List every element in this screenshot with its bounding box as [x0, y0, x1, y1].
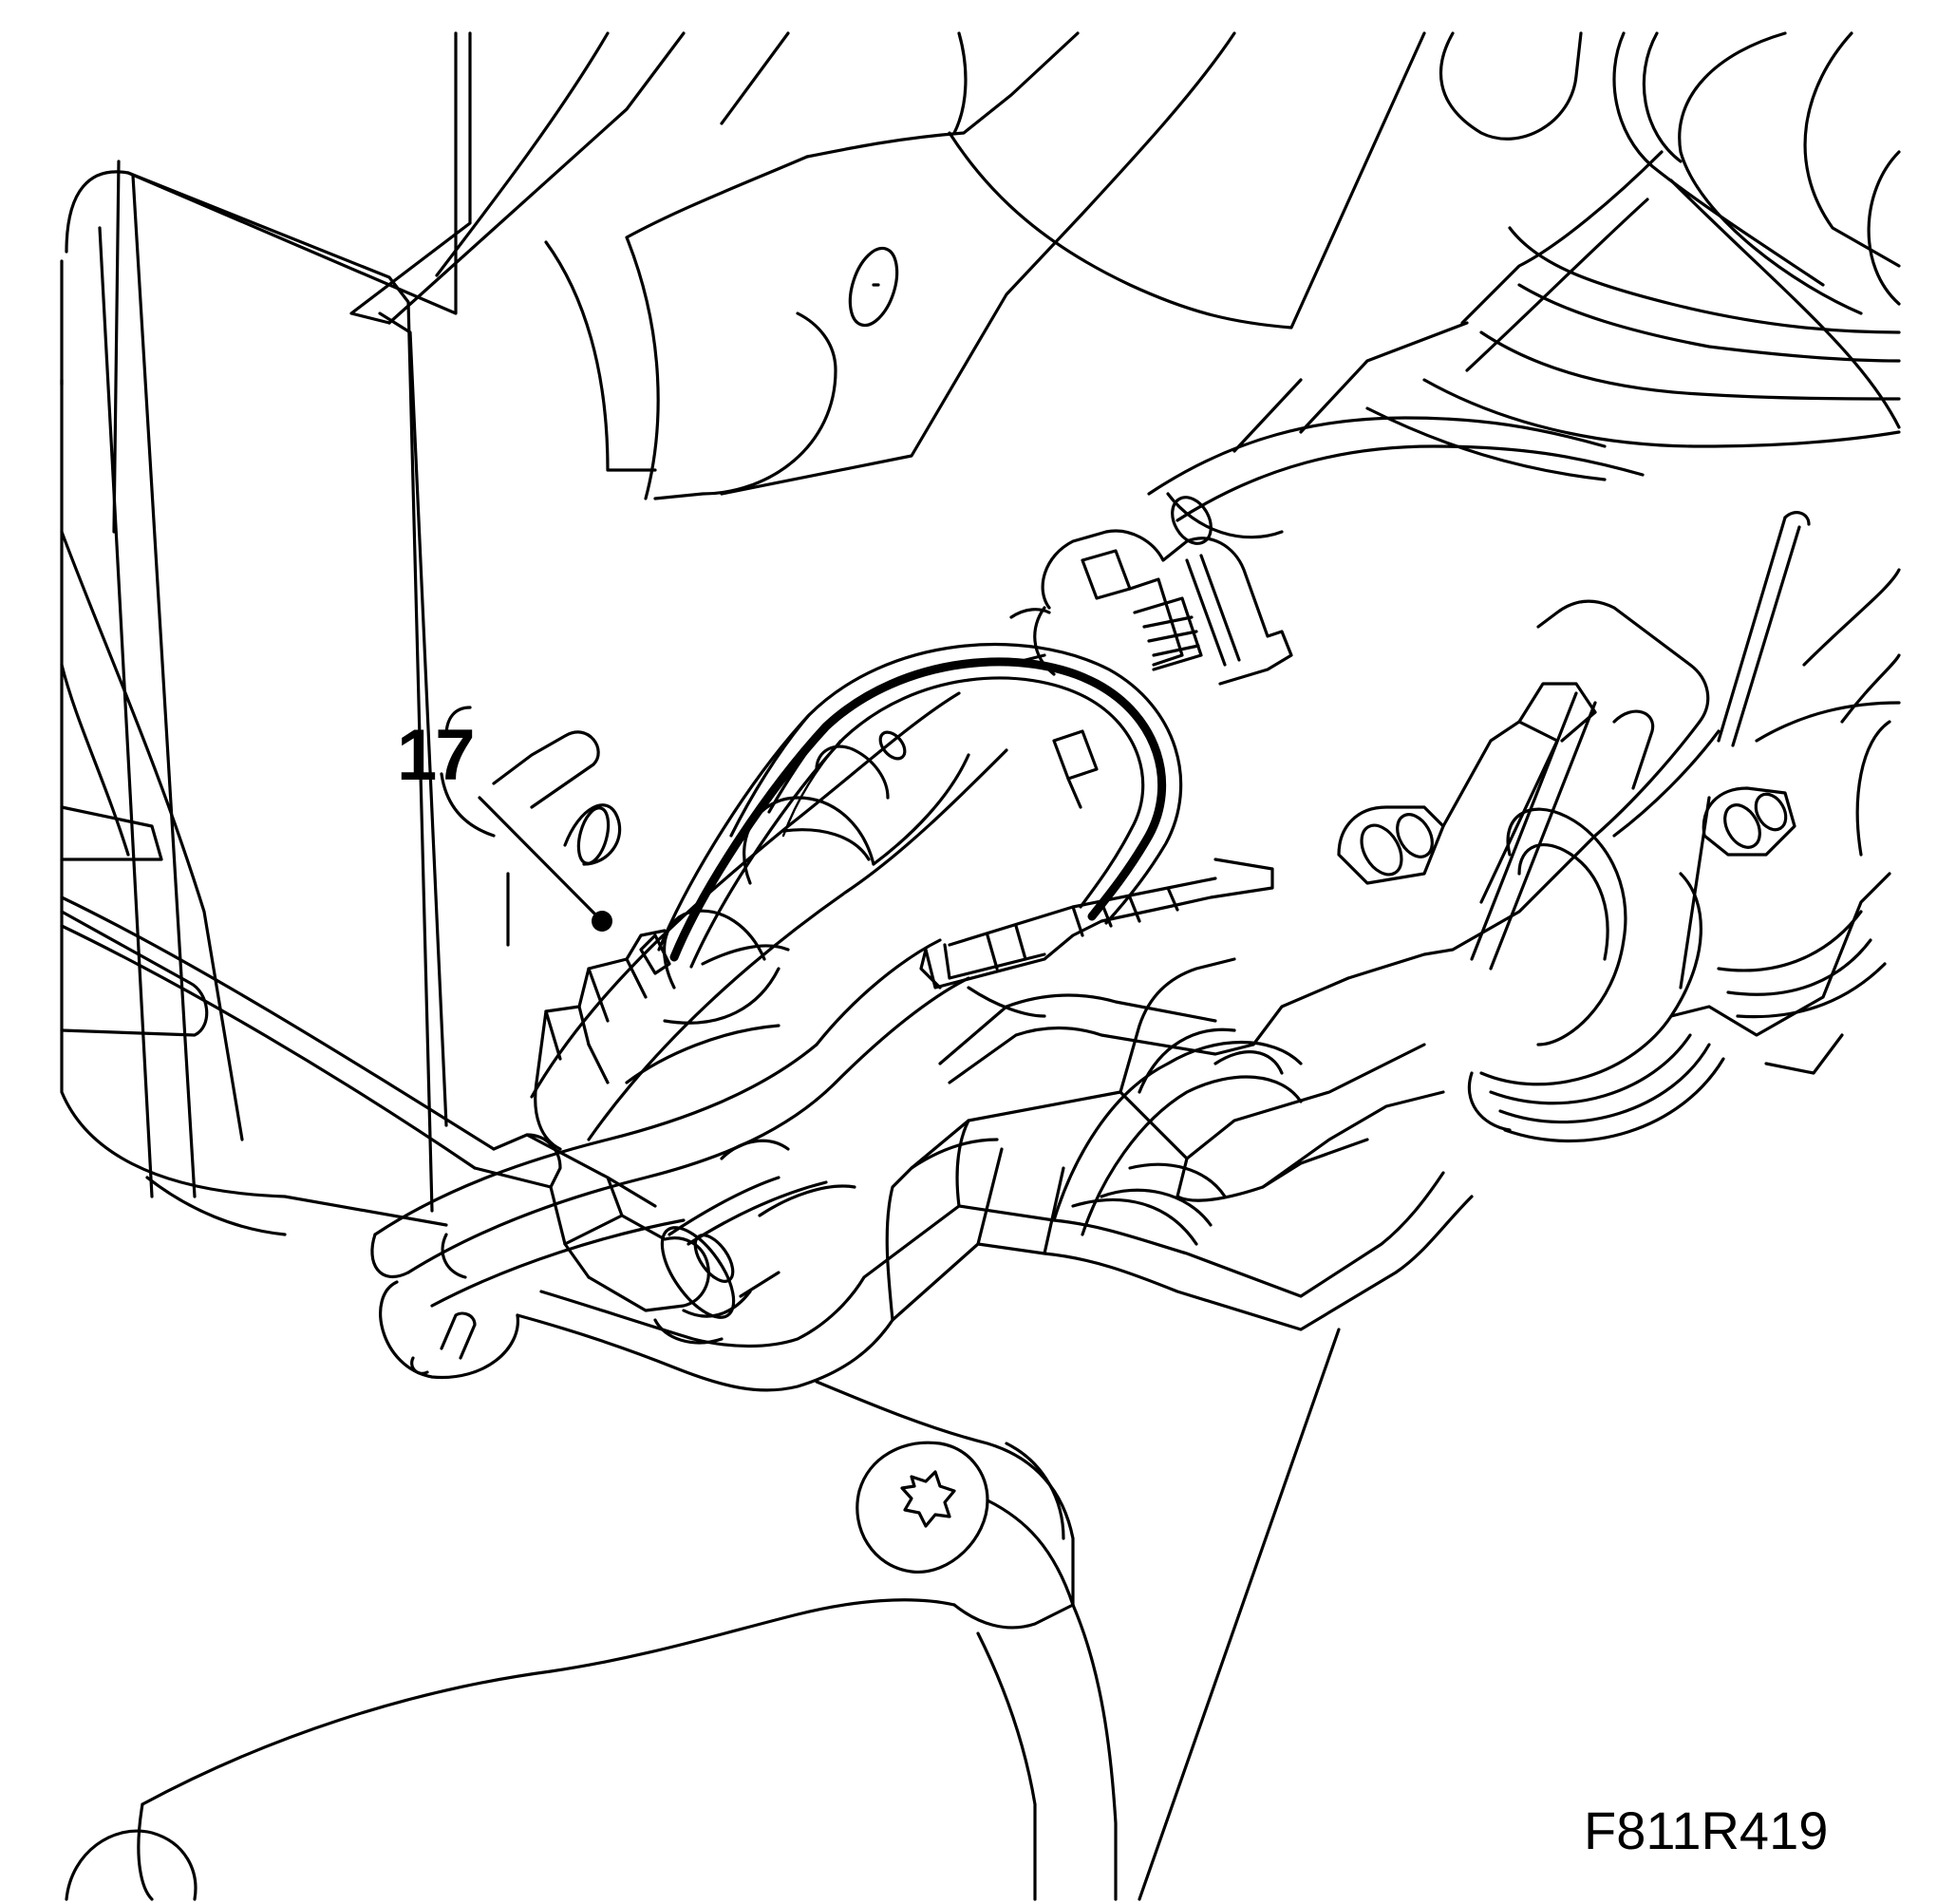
support-rods [1470, 511, 1811, 990]
sensor-bracket [919, 858, 1274, 1018]
left-body-panel [60, 31, 458, 1227]
upper-connector [1005, 529, 1293, 686]
torx-bolt [856, 1441, 1075, 1607]
upper-harness-bundle [1147, 31, 1901, 724]
coil-housing [1467, 701, 1901, 1143]
bracket-clips [1337, 682, 1796, 904]
left-connector-cluster [534, 929, 671, 1151]
figure-code: F811R419 [1584, 1800, 1829, 1860]
callout-number-17: 17 [397, 715, 476, 796]
left-side-arcs [60, 663, 287, 1236]
wiring-harness-17 [657, 642, 1183, 969]
control-cable [60, 895, 828, 1345]
mounting-bracket [516, 599, 1721, 1392]
callout-17-leader [440, 706, 622, 947]
upper-firewall-structure [349, 31, 1426, 500]
lower-pipe [370, 938, 970, 1308]
central-pump [1052, 1027, 1303, 1246]
lower-frame [65, 1328, 1341, 1901]
lower-left-boss [379, 1280, 519, 1380]
